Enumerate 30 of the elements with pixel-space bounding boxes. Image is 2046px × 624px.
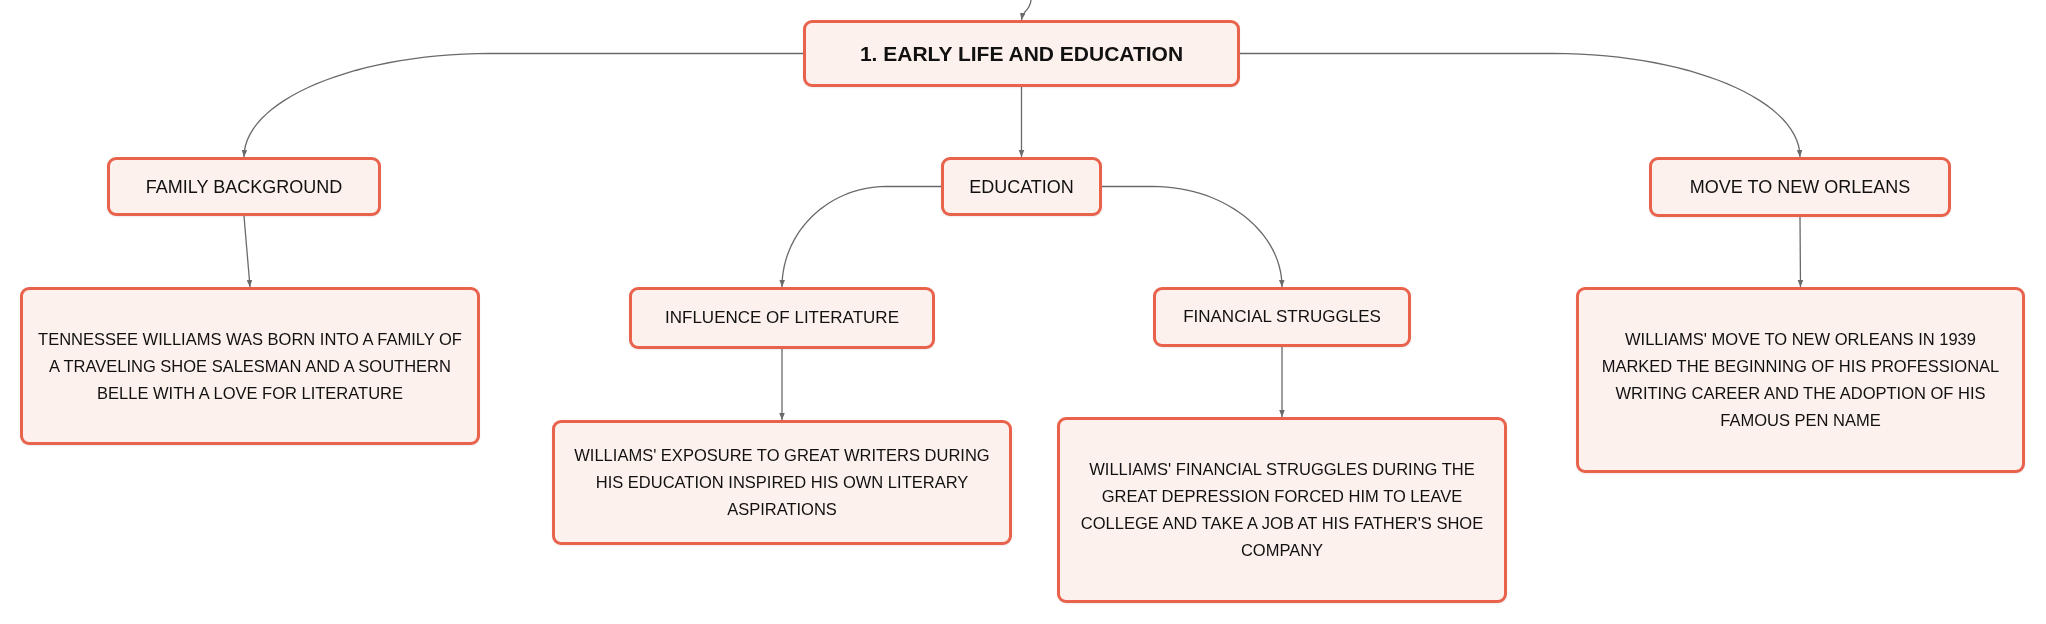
subtopic-box [941, 157, 1102, 216]
connector-arrow [779, 185, 942, 288]
topic-text: EDUCATION [969, 175, 1074, 198]
topic-text: WILLIAMS' EXPOSURE TO GREAT WRITERS DURING HIS EDUCATION INSPIRED HIS OWN LITERARY ASPIRATIONS [573, 445, 991, 520]
topic-text: FINANCIAL STRUGGLES [1183, 306, 1381, 328]
topic-text: WILLIAMS' MOVE TO NEW ORLEANS IN 1939 MARKED THE BEGINNING OF HIS PROFESSIONAL WRITING CAREER AND THE ADOPTION OF HIS FAMOUS PEN NAME [1601, 329, 2000, 431]
connector-arrow [1279, 346, 1285, 418]
topic-text: FAMILY BACKGROUND [145, 175, 343, 198]
connector-arrow [779, 348, 785, 421]
topic-text: TENNESSEE WILLIAMS WAS BORN INTO A FAMILY OF A TRAVELING SHOE SALESMAN AND A SOUTHERN BELLE WITH A LOVE FOR LITERATURE [37, 328, 463, 404]
subtopic-box [1153, 287, 1411, 347]
detail-box [1057, 417, 1507, 603]
connector-arrow [241, 52, 804, 158]
connector-arrow [1101, 185, 1285, 288]
main-topic-box [803, 20, 1240, 87]
topic-text: WILLIAMS' FINANCIAL STRUGGLES DURING THE GREAT DEPRESSION FORCED HIM TO LEAVE COLLEGE AND TAKE A JOB AT HIS FATHER'S SHOE COMPANY [1079, 459, 1485, 561]
detail-box [20, 287, 480, 445]
connector-arrow [1018, 86, 1025, 158]
subtopic-box [1649, 157, 1951, 217]
subtopic-box [107, 157, 381, 216]
connector-arrow [1020, 0, 1032, 21]
topic-text: MOVE TO NEW ORLEANS [1689, 176, 1911, 198]
detail-box [552, 420, 1012, 545]
connector-arrow [1239, 52, 1803, 158]
topic-title: 1. EARLY LIFE AND EDUCATION [859, 40, 1184, 67]
connector-arrow [1797, 216, 1804, 288]
subtopic-box [629, 287, 935, 349]
detail-box [1576, 287, 2025, 473]
connector-arrow [243, 215, 253, 288]
topic-text: INFLUENCE OF LITERATURE [665, 307, 899, 329]
